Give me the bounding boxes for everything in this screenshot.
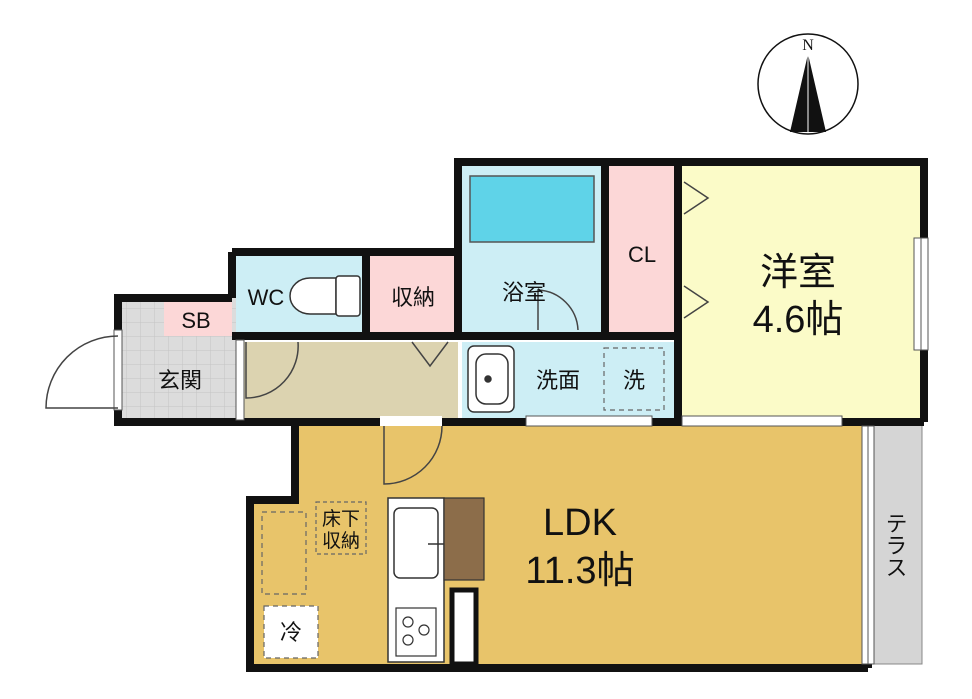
western-room-size: 4.6帖 bbox=[753, 299, 844, 341]
underfloor-storage-box bbox=[315, 501, 367, 555]
shoe-box-label: SB bbox=[181, 308, 210, 333]
pantry-box bbox=[261, 511, 307, 595]
western-room-name: 洋室 bbox=[760, 252, 836, 294]
shoe-box-area bbox=[164, 302, 232, 336]
washroom-label: 洗面 bbox=[536, 368, 580, 393]
underfloor-storage-label-2: 収納 bbox=[322, 530, 360, 552]
bathtub bbox=[469, 175, 595, 243]
entrance-label: 玄関 bbox=[158, 368, 202, 393]
ldk-name: LDK bbox=[543, 502, 617, 544]
storage-label: 収納 bbox=[391, 285, 435, 310]
wash-basin bbox=[467, 345, 515, 413]
terrace-label: テラス bbox=[883, 512, 908, 578]
terrace-area bbox=[867, 421, 923, 665]
underfloor-storage-label-1: 床下 bbox=[322, 508, 360, 530]
washer-label: 洗 bbox=[623, 368, 645, 393]
fridge-space bbox=[263, 605, 319, 659]
windows bbox=[113, 237, 929, 665]
closet-label: CL bbox=[628, 242, 656, 267]
washer-space bbox=[603, 347, 665, 411]
doors bbox=[45, 181, 710, 485]
fridge-label: 冷 bbox=[280, 620, 302, 645]
kitchen-counter bbox=[387, 497, 445, 663]
corridor-floor bbox=[240, 342, 458, 418]
toilet-fixture bbox=[289, 275, 361, 317]
ldk-size: 11.3帖 bbox=[525, 550, 634, 592]
compass-north-label: N bbox=[802, 37, 814, 54]
western-room-floor bbox=[682, 166, 920, 418]
counter-top bbox=[443, 497, 485, 581]
storage-floor bbox=[368, 256, 458, 332]
bathroom-label: 浴室 bbox=[502, 280, 546, 305]
compass: N bbox=[757, 33, 859, 135]
pillar bbox=[449, 587, 479, 667]
toilet-label: WC bbox=[248, 285, 285, 310]
closet-floor bbox=[609, 166, 679, 332]
